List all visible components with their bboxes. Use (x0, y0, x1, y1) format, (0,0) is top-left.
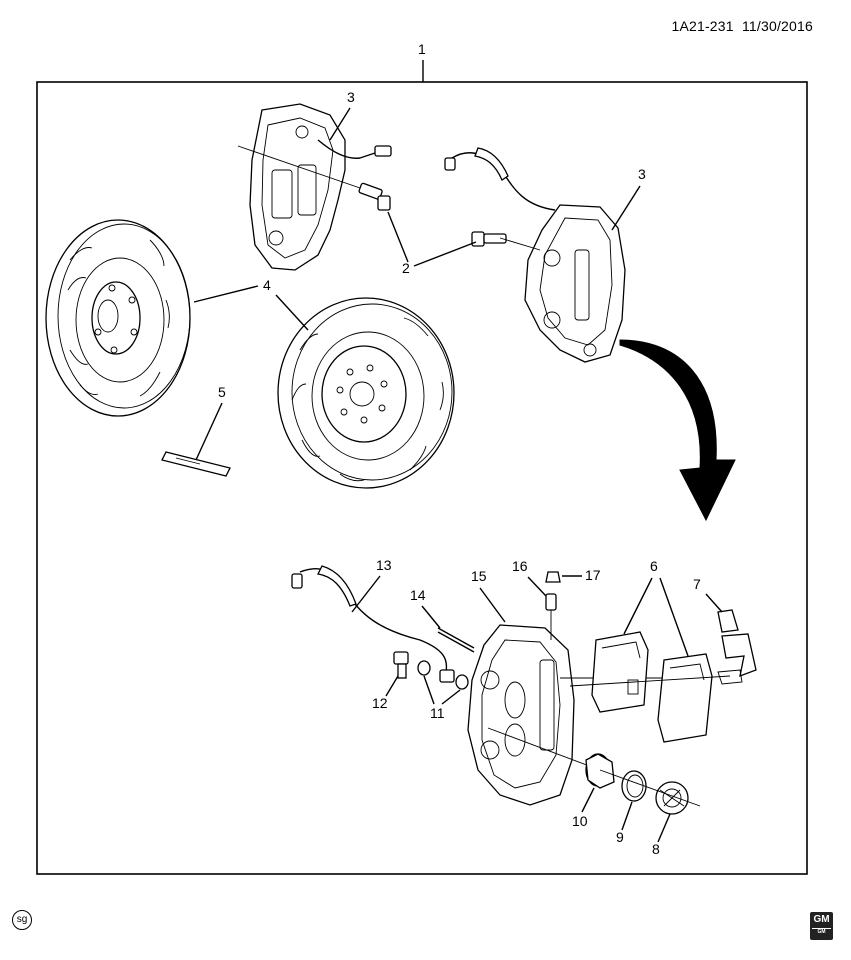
diagram-date: 11/30/2016 (741, 18, 813, 34)
callout-1: 1 (418, 41, 426, 57)
diagram-frame (36, 81, 808, 875)
callout-16: 16 (512, 558, 528, 574)
callout-4: 4 (263, 277, 271, 293)
gm-logo: GM GM (810, 912, 833, 940)
part-5-strip (161, 451, 231, 477)
brake-pads-6 (569, 631, 731, 743)
caliper-exploded (467, 624, 665, 806)
diagram-header: 1A21-231 11/30/2016 (671, 18, 813, 34)
callout-3-right: 3 (638, 166, 646, 182)
callout-5: 5 (218, 384, 226, 400)
bolt-12 (393, 651, 409, 679)
rotor-left (45, 219, 191, 417)
callout-14: 14 (410, 587, 426, 603)
cap-17 (545, 571, 561, 583)
pin-14 (437, 627, 475, 653)
brake-hose-13 (291, 565, 455, 683)
dust-boot-8 (599, 769, 701, 815)
callout-11: 11 (430, 705, 445, 721)
pad-clips-7 (717, 609, 757, 685)
callout-10: 10 (572, 813, 588, 829)
caliper-top-left (237, 103, 392, 271)
gm-logo-sub: GM (812, 928, 831, 935)
piston-10 (585, 753, 615, 789)
callout-13: 13 (376, 557, 392, 573)
callout-12: 12 (372, 695, 388, 711)
callout-8: 8 (652, 841, 660, 857)
sg-badge: sg (12, 910, 32, 930)
callout-9: 9 (616, 829, 624, 845)
caliper-top-right (444, 147, 626, 363)
seal-9 (621, 770, 647, 802)
bleeder-16 (545, 593, 557, 640)
diagram-code: 1A21-231 (671, 18, 734, 34)
callout-6: 6 (650, 558, 658, 574)
callout-17: 17 (585, 567, 601, 583)
callout-15: 15 (471, 568, 487, 584)
direction-arrow (619, 339, 736, 522)
callout-7: 7 (693, 576, 701, 592)
callout-2: 2 (402, 260, 410, 276)
callout-3-upper: 3 (347, 89, 355, 105)
gm-logo-text: GM (813, 914, 830, 925)
rotor-right (277, 297, 455, 489)
washers-11 (417, 660, 469, 690)
